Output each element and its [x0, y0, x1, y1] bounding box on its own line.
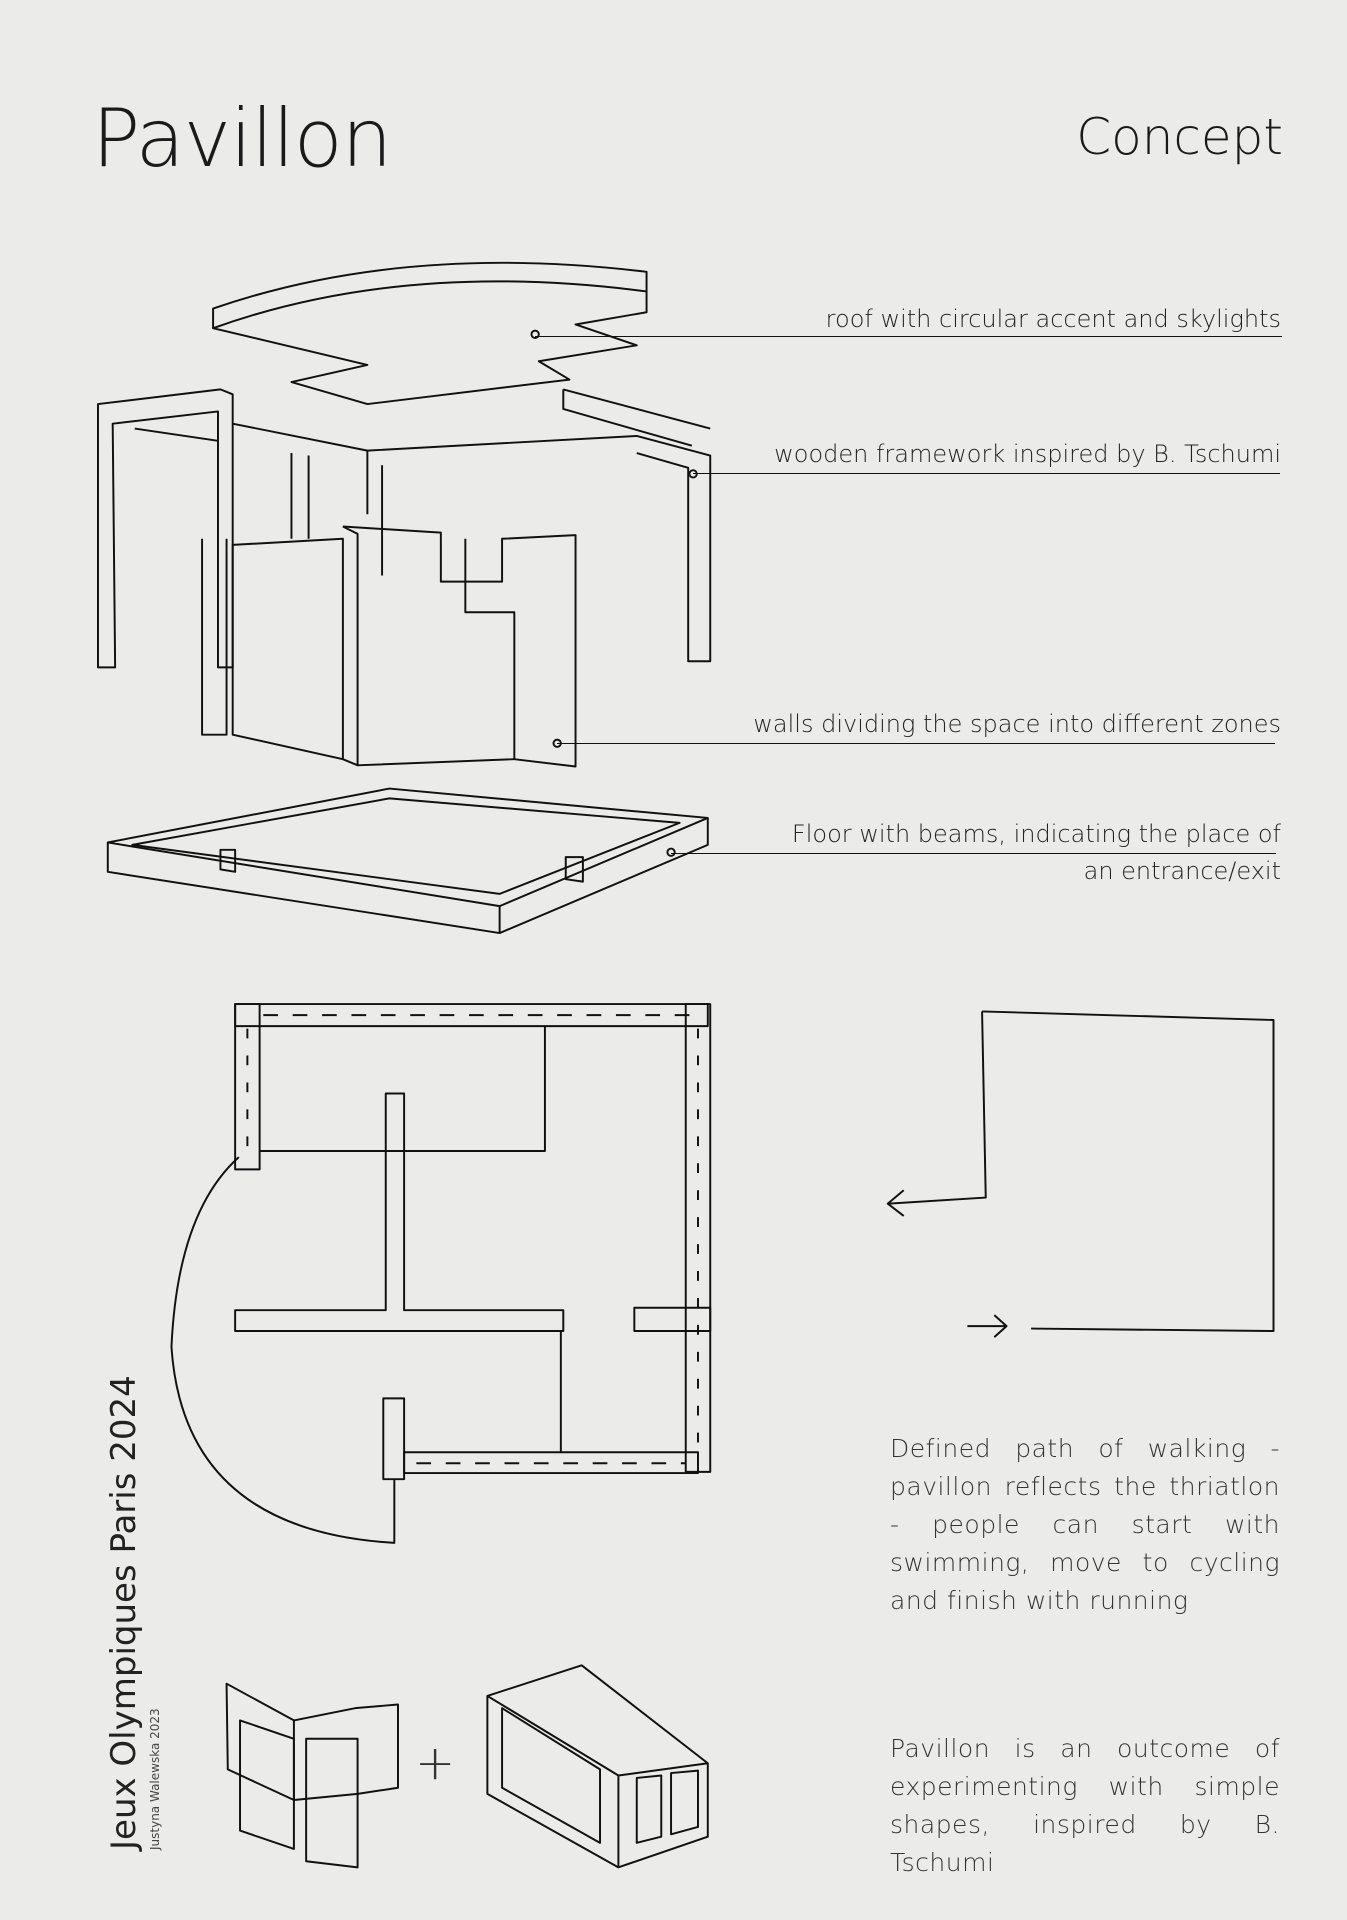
floor-label-line2: an entrance/exit: [1083, 857, 1281, 885]
walls-drawing: [231, 329, 698, 857]
floor-label-line1: Floor with beams, indicating the place o…: [791, 820, 1281, 848]
plus-symbol: +: [415, 1735, 456, 1791]
outcome-description: Pavillon is an outcome of experimenting …: [890, 1734, 1280, 1877]
framework-leader-line: [693, 473, 1280, 474]
floor-drawing: [106, 787, 709, 935]
roof-drawing: [212, 261, 648, 406]
page-title: Pavillon: [92, 92, 392, 185]
walking-path-diagram: [886, 1010, 1275, 1338]
roof-label: roof with circular accent and skylights: [825, 305, 1281, 333]
plan-drawing: [170, 1003, 712, 1544]
section-title: Concept: [1076, 108, 1283, 166]
walls-leader-line: [557, 743, 1275, 744]
framework-label: wooden framework inspired by B. Tschumi: [774, 440, 1281, 468]
arrow-icon: [967, 1314, 1008, 1338]
shapes-drawing: [225, 1664, 709, 1869]
framework-drawing: [97, 388, 712, 736]
walls-label: walls dividing the space into different …: [753, 710, 1281, 738]
roof-leader-line: [535, 336, 1282, 337]
author-credit: Justyna Walewska 2023: [148, 1708, 162, 1850]
event-title: Jeux Olympiques Paris 2024: [104, 1375, 144, 1850]
floor-leader-line: [671, 853, 1276, 854]
walking-path-description: Defined path of walking - pavillon refle…: [890, 1434, 1280, 1615]
